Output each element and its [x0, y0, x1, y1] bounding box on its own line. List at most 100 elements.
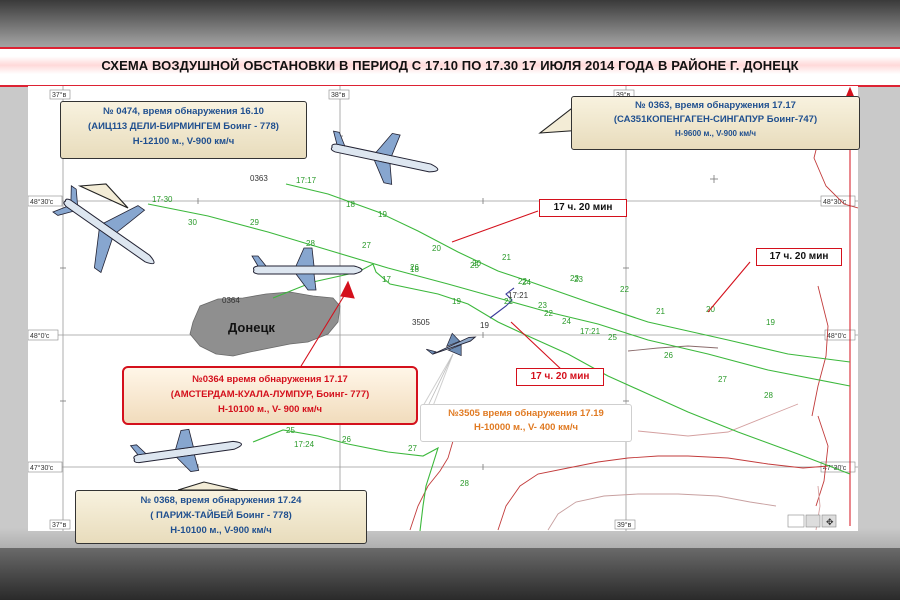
title-banner: СХЕМА ВОЗДУШНОЙ ОБСТАНОВКИ В ПЕРИОД С 17…: [0, 47, 900, 87]
info-box-3505: №3505 время обнаружения 17.19 H-10000 м.…: [420, 404, 632, 442]
callout-3505-pointer: [422, 353, 454, 407]
time-callout-1: 17 ч. 20 мин: [539, 199, 627, 217]
info-box-0474: № 0474, время обнаружения 16.10 (АИЦ113 …: [60, 101, 307, 159]
info-0368-line3: H-10100 м., V-900 км/ч: [170, 525, 272, 536]
aircraft-icon-3505: [426, 332, 477, 357]
track-0368-label-0: 25: [286, 426, 295, 435]
track-0364-label-7: 24: [562, 317, 571, 326]
track-0364-label-10: 27: [718, 375, 727, 384]
info-0368-line2: ( ПАРИЖ-ТАЙБЕЙ Боинг - 778): [150, 510, 292, 521]
track-0363: [285, 183, 851, 363]
track-0364-label-2: 19: [452, 297, 461, 306]
track-0368-label-1: 17:24: [294, 440, 315, 449]
track-0474-label-6: 24: [522, 278, 531, 287]
track-3505: [489, 287, 515, 319]
track-0364-label-6: 23: [538, 301, 547, 310]
donetsk-city-area: Донецк: [189, 291, 341, 357]
grid-label-47-30-left: 47°30'с: [30, 464, 54, 472]
track-0474-label-7: 23: [570, 274, 579, 283]
aircraft-icon-0363: [330, 130, 439, 185]
aircraft-icon-0364: [251, 247, 363, 291]
info-3505-line2: H-10000 м., V- 400 км/ч: [473, 422, 579, 433]
track-3505-label-0: 17:21: [508, 291, 529, 300]
info-0363-line2: (СА351КОПЕНГАГЕН-СИНГАПУР Боинг-747): [613, 114, 818, 125]
track-label-0363-start: 17:17: [296, 176, 317, 185]
track-0368-label-2: 26: [342, 435, 351, 444]
track-0363-label-0: 18: [346, 200, 355, 209]
svg-text:✥: ✥: [826, 517, 834, 527]
bottom-bar: [0, 548, 900, 600]
time-callout-arrows: [294, 210, 751, 377]
aircraft-icon-0368: [129, 428, 242, 472]
track-0368: [252, 429, 439, 531]
track-0368-label-3: 27: [408, 444, 417, 453]
time-callout-3: 17 ч. 20 мин: [516, 368, 604, 386]
info-0474-line1: № 0474, время обнаружения 16.10: [103, 106, 264, 117]
grid-label-lon-37-bottom: 37°в: [52, 521, 67, 529]
track-0474-label-2: 28: [306, 239, 315, 248]
zoom-out-icon[interactable]: [787, 514, 805, 528]
grid-label-48-30-left: 48°30'с: [30, 198, 54, 206]
grid-label-48-right: 48°0'с: [827, 332, 847, 340]
track-0363-label-1: 19: [378, 210, 387, 219]
info-0364-line2: (АМСТЕРДАМ-КУАЛА-ЛУМПУР, Боинг- 777): [170, 389, 370, 400]
track-label-0363-id: 0363: [250, 174, 268, 183]
track-0474-label-0: 30: [188, 218, 197, 227]
grid-label-lon-38-top: 38°в: [331, 91, 346, 99]
track-label-0474-start: 17-30: [152, 195, 173, 204]
info-box-0368: № 0368, время обнаружения 17.24 ( ПАРИЖ-…: [75, 490, 367, 544]
track-0363-label-2: 20: [432, 244, 441, 253]
map-title: СХЕМА ВОЗДУШНОЙ ОБСТАНОВКИ В ПЕРИОД С 17…: [101, 58, 799, 73]
track-0364-label-0: 17: [382, 275, 391, 284]
track-0474-label-1: 29: [250, 218, 259, 227]
move-icon[interactable]: [821, 514, 837, 528]
track-label-3505-id: 3505: [412, 318, 430, 327]
track-0474-label-9: 21: [656, 307, 665, 316]
track-0474-label-8: 22: [620, 285, 629, 294]
track-0364-label-3: 20: [472, 259, 481, 268]
map-zoom-controls: ✥: [787, 514, 837, 528]
track-0364-label-5: 22: [518, 277, 527, 286]
track-0364: [272, 263, 851, 475]
track-0474-label-11: 19: [766, 318, 775, 327]
track-0364-label-8: 25: [608, 333, 617, 342]
grid-label-48-left: 48°0'с: [30, 332, 50, 340]
info-0363-line3: Н-9600 м., V-900 км/ч: [675, 129, 756, 138]
track-0474: [147, 203, 851, 387]
aircraft-icons: [52, 130, 477, 472]
info-box-0363: № 0363, время обнаружения 17.17 (СА351КО…: [571, 96, 860, 150]
track-label-0364-id: 0364: [222, 296, 240, 305]
track-0474-label-4: 26: [410, 263, 419, 272]
pan-icon[interactable]: [805, 514, 821, 528]
info-0474-line3: H-12100 м., V-900 км/ч: [132, 136, 235, 147]
track-0474-label-3: 27: [362, 241, 371, 250]
callout-0368-pointer: [177, 481, 239, 491]
map-canvas: 37°в 38°в 39°в 37°в 39°в 48°30'с 48°30'с…: [28, 86, 858, 531]
grid-label-48-30-right: 48°30'с: [823, 198, 847, 206]
track-0363-label-3: 21: [504, 297, 513, 306]
track-0364-label-9: 26: [664, 351, 673, 360]
track-labels: 17-30 0363 17:17 0364 3505 30 29 28 27 26 25 2…: [152, 174, 775, 488]
info-3505-line1: №3505 время обнаружения 17.19: [448, 408, 604, 419]
track-0368-label-4: 28: [460, 479, 469, 488]
info-0364-line3: H-10100 м., V- 900 км/ч: [217, 404, 323, 415]
track-3505-label-1: 17:21: [580, 327, 601, 336]
air-situation-map: 37°в 38°в 39°в 37°в 39°в 48°30'с 48°30'с…: [28, 86, 858, 531]
time-callout-2: 17 ч. 20 мин: [756, 248, 842, 266]
track-0364-label-4: 21: [502, 253, 511, 262]
city-label-donetsk: Донецк: [228, 320, 275, 335]
info-box-0364: №0364 время обнаружения 17.17 (АМСТЕРДАМ…: [122, 366, 418, 425]
aircraft-icon-0474: [52, 185, 155, 274]
info-0368-line1: № 0368, время обнаружения 17.24: [140, 495, 302, 506]
terrain-contours: [409, 125, 858, 531]
info-0363-line1: № 0363, время обнаружения 17.17: [635, 100, 796, 111]
flight-tracks: [147, 183, 851, 531]
track-0363-label-4: 22: [544, 309, 553, 318]
grid-label-lon-39-top: 39°в: [616, 91, 631, 99]
grid-label-lon-39-bottom: 39°в: [617, 521, 632, 529]
track-0363-label-5: 23: [574, 275, 583, 284]
track-0364-label-11: 28: [764, 391, 773, 400]
grid-label-lon-37-top: 37°в: [52, 91, 67, 99]
info-0364-line1: №0364 время обнаружения 17.17: [192, 374, 348, 385]
track-3505-label-2: 19: [480, 321, 489, 330]
